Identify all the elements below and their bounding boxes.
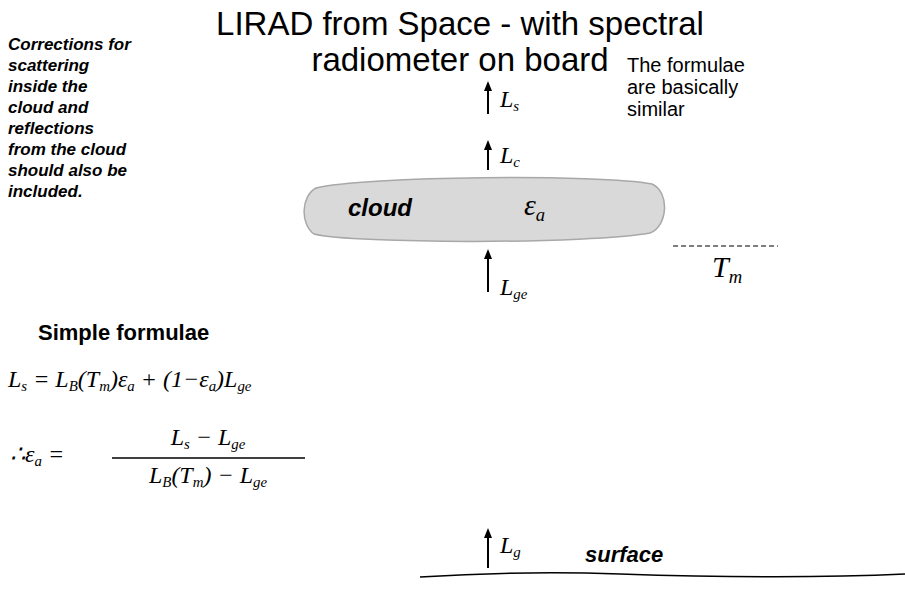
cloud-label: cloud xyxy=(348,194,412,222)
side-note: The formulae are basically similar xyxy=(627,54,757,120)
level-line xyxy=(673,245,778,246)
formula: Ls = LB(Tm)εa + (1−εa)Lge xyxy=(8,366,251,395)
surface-line xyxy=(420,573,905,577)
fraction-bar xyxy=(112,457,305,459)
radiance-symbol: Lge xyxy=(500,274,527,303)
cloud-body xyxy=(304,178,664,242)
radiance-arrow xyxy=(487,145,489,170)
formula-denominator: LB(Tm) − Lge xyxy=(108,462,308,491)
radiance-symbol: Ls xyxy=(500,86,519,115)
formula: ∴εa = xyxy=(10,440,64,470)
emissivity-symbol: εa xyxy=(524,188,545,226)
radiance-arrow xyxy=(487,254,489,292)
formula-numerator: Ls − Lge xyxy=(108,424,308,453)
radiance-symbol: Lg xyxy=(500,532,521,561)
cloud-shape: cloud εa xyxy=(302,178,667,242)
radiance-symbol: Lc xyxy=(500,142,520,171)
radiance-arrow xyxy=(487,533,489,568)
surface-label: surface xyxy=(585,542,663,568)
radiance-arrow xyxy=(487,86,489,114)
side-note: Corrections for scattering inside the cl… xyxy=(8,34,136,202)
temperature-symbol: Tm xyxy=(712,250,742,288)
section-heading: Simple formulae xyxy=(38,320,209,346)
